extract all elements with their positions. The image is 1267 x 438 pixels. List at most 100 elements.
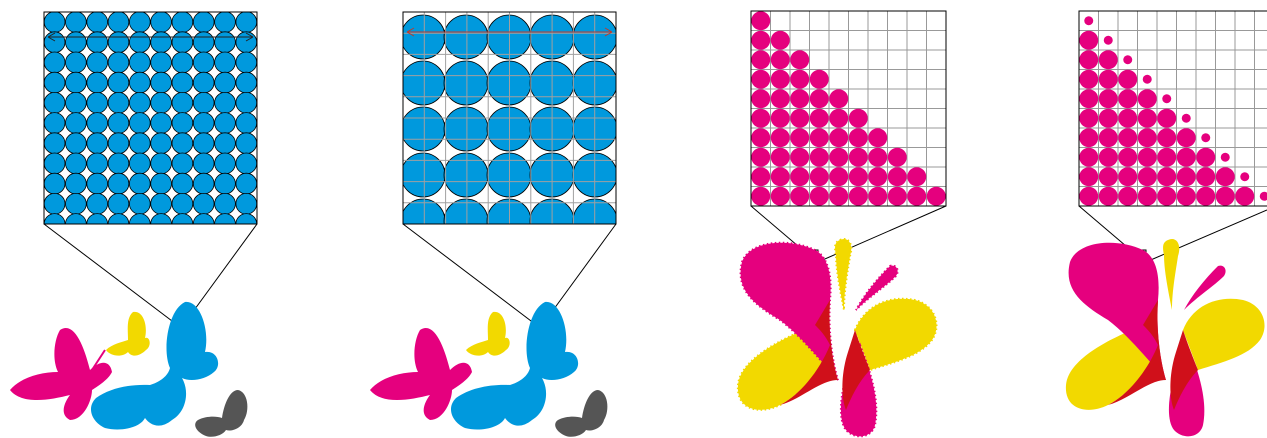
magenta-dot <box>1216 187 1235 206</box>
magenta-dot <box>790 187 809 206</box>
magenta-dot <box>829 148 848 167</box>
cyan-dot <box>172 72 193 93</box>
magenta-dot <box>888 187 907 206</box>
magenta-dot <box>771 70 790 89</box>
cyan-dot <box>87 153 108 174</box>
cyan-dot <box>444 61 488 105</box>
cyan-dot <box>257 12 278 33</box>
cyan-dot <box>193 92 214 113</box>
cyan-dot <box>401 199 445 243</box>
magenta-dot <box>1079 31 1098 50</box>
cyan-dot <box>66 133 87 154</box>
cyan-dot <box>129 12 150 33</box>
cyan-dot <box>66 52 87 73</box>
cyan-dot <box>616 107 660 151</box>
magenta-dot <box>751 89 770 108</box>
yellow-butterfly <box>466 312 510 356</box>
magenta-dot <box>1138 148 1157 167</box>
magenta-dot <box>868 167 887 186</box>
magenta-dot <box>810 187 829 206</box>
panel-cyan-small-dots <box>0 0 300 438</box>
cyan-dot <box>87 113 108 134</box>
magenta-dot <box>771 128 790 147</box>
magenta-dot <box>1162 94 1171 103</box>
cyan-dot <box>401 61 445 105</box>
cyan-dot <box>44 173 65 194</box>
magenta-dot <box>790 148 809 167</box>
cyan-dot <box>401 153 445 197</box>
cyan-dot <box>87 12 108 33</box>
cyan-dot <box>66 12 87 33</box>
magenta-dot <box>1118 109 1137 128</box>
magenta-dot <box>1079 109 1098 128</box>
magenta-dot <box>751 187 770 206</box>
cyan-dot <box>129 32 150 53</box>
cyan-dot <box>44 72 65 93</box>
cyan-dot <box>236 52 257 73</box>
magenta-dot <box>1099 109 1118 128</box>
magenta-dot <box>1235 187 1254 206</box>
cyan-dot <box>215 32 236 53</box>
yellow-antenna <box>1163 239 1179 310</box>
cyan-dot <box>215 92 236 113</box>
cyan-dot <box>108 12 129 33</box>
cyan-dot <box>151 72 172 93</box>
cyan-dot <box>151 52 172 73</box>
cyan-dot <box>215 133 236 154</box>
magenta-dot <box>751 148 770 167</box>
magenta-dot <box>810 128 829 147</box>
magenta-dot <box>1079 70 1098 89</box>
cyan-dot <box>444 153 488 197</box>
cyan-dot <box>87 133 108 154</box>
cyan-dot <box>193 52 214 73</box>
magenta-dot <box>1118 89 1137 108</box>
cyan-dot <box>444 199 488 243</box>
magenta-dot <box>907 167 926 186</box>
magenta-dot <box>1079 128 1098 147</box>
cyan-dot <box>193 12 214 33</box>
cyan-dot <box>44 113 65 134</box>
magenta-dot <box>1118 167 1137 186</box>
cyan-dot <box>257 133 278 154</box>
magenta-dot <box>849 148 868 167</box>
magenta-dot <box>810 148 829 167</box>
magenta-dot <box>751 31 770 50</box>
magenta-dot <box>1079 148 1098 167</box>
cyan-dot <box>172 113 193 134</box>
magenta-dot <box>1182 114 1191 123</box>
magenta-dot <box>927 187 946 206</box>
magenta-dot <box>751 167 770 186</box>
magenta-dot <box>829 167 848 186</box>
cyan-dot <box>215 12 236 33</box>
magenta-dot <box>771 31 790 50</box>
magenta-dot <box>1196 187 1215 206</box>
cyan-dot <box>257 193 278 214</box>
magenta-dot <box>888 167 907 186</box>
panel-cyan-large-dots <box>360 0 660 438</box>
cyan-dot <box>401 15 445 59</box>
magenta-dot <box>829 89 848 108</box>
cyan-butterfly <box>91 302 218 430</box>
yellow-butterfly <box>106 312 150 356</box>
cyan-dot <box>193 72 214 93</box>
magenta-dot <box>790 70 809 89</box>
cyan-dot <box>108 72 129 93</box>
cyan-dot <box>616 153 660 197</box>
magenta-dot <box>1099 89 1118 108</box>
magenta-dot <box>1138 167 1157 186</box>
cyan-dot <box>193 113 214 134</box>
magenta-dot <box>1099 50 1118 69</box>
cyan-dot <box>215 72 236 93</box>
magenta-dot <box>1138 89 1157 108</box>
butterfly-group <box>10 302 247 437</box>
magenta-dot <box>1099 128 1118 147</box>
magenta-dot <box>1177 148 1196 167</box>
magenta-dot <box>751 50 770 69</box>
cyan-dot <box>616 199 660 243</box>
yellow-wing-right <box>855 299 937 370</box>
zoom-dot-grid <box>44 12 278 235</box>
panel-1-svg <box>0 0 300 438</box>
cyan-dot <box>129 52 150 73</box>
cyan-dot <box>87 32 108 53</box>
cyan-dot <box>129 193 150 214</box>
